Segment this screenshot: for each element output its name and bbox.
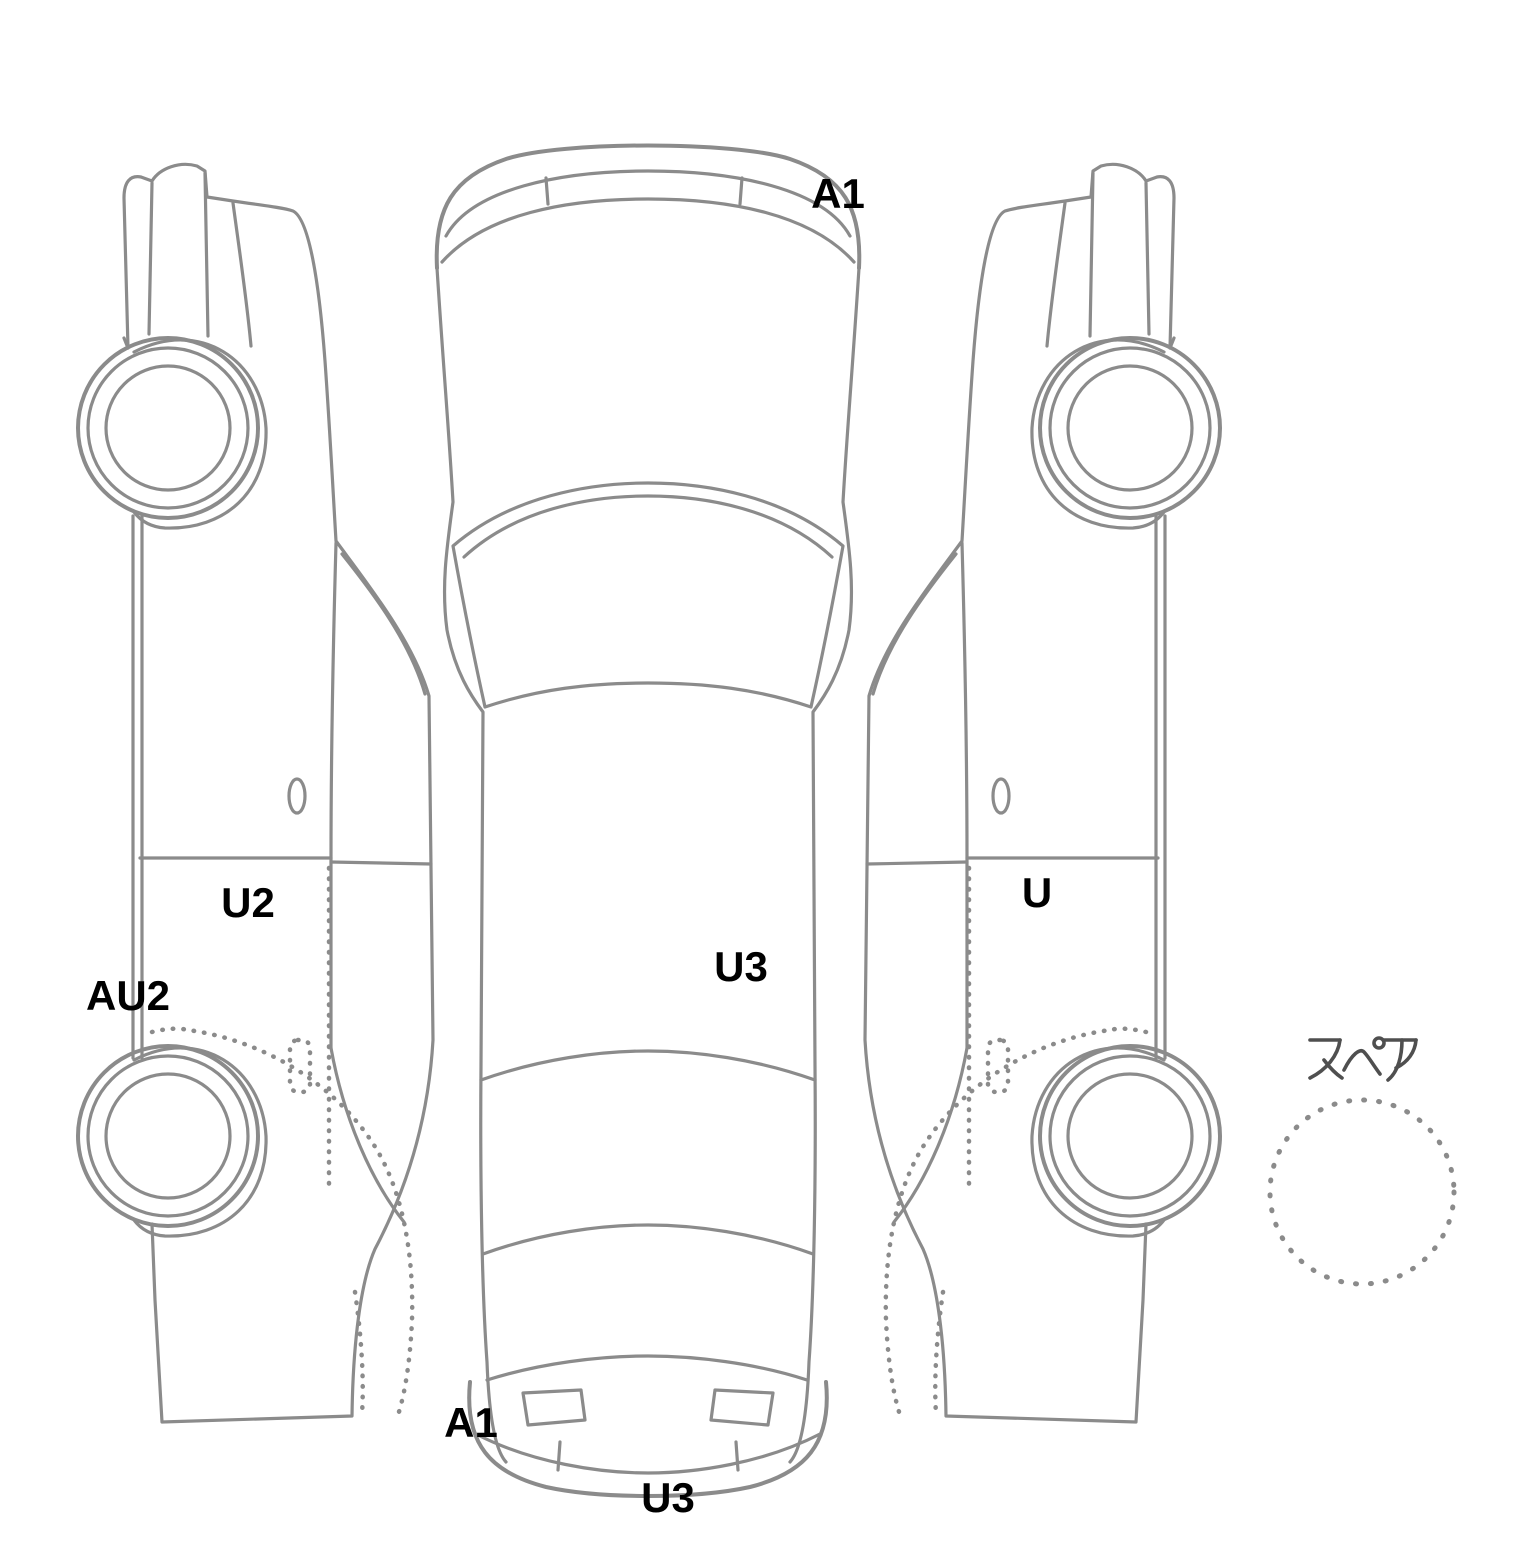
damage-code-label-right-door: U [1021,869,1053,916]
katakana-a [1382,1038,1418,1082]
damage-code-label-left-door: U2 [221,879,275,926]
tail-light-right [709,1388,775,1427]
windshield [451,481,845,709]
damage-code-label-roof: U3 [714,943,768,990]
katakana-pe [1342,1036,1386,1076]
top-view [434,143,862,1498]
spare-tire [1267,1097,1457,1287]
katakana-su [1308,1038,1344,1080]
damage-code-label-left-quarter: AU2 [85,972,171,1019]
front-bumper [434,143,862,270]
damage-code-label-rear-bumper: U3 [641,1474,695,1521]
damage-code-label-front-right: A1 [811,170,865,217]
spare-label-katakana [1308,1036,1418,1082]
damage-code-label-rear-left: A1 [444,1399,498,1446]
left-side-view [78,164,433,1422]
rear-bumper [467,1380,829,1498]
spare-tire-circle [1267,1097,1457,1287]
right-side-view [865,164,1220,1422]
tail-light-left [521,1388,587,1427]
